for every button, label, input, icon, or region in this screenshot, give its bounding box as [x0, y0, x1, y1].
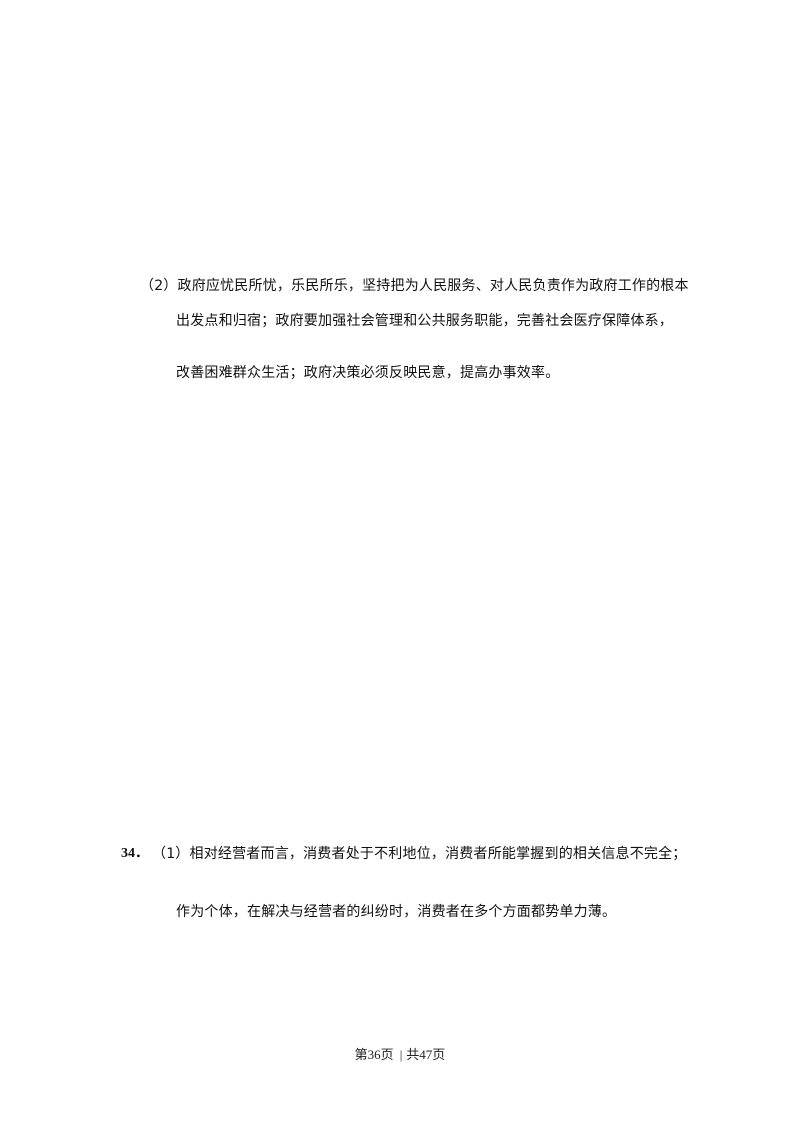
question-number: 34． — [121, 846, 149, 861]
answer-2-line-2: 出发点和归宿；政府要加强社会管理和公共服务职能，完善社会医疗保障体系， — [176, 313, 673, 329]
answer-2-line-3: 改善困难群众生活；政府决策必须反映民意，提高办事效率。 — [176, 365, 560, 381]
answer-34-line-2: 作为个体，在解决与经营者的纠纷时，消费者在多个方面都势单力薄。 — [176, 904, 617, 920]
footer-separator: | — [399, 1047, 403, 1062]
answer-34-line-1: （1）相对经营者而言，消费者处于不利地位，消费者所能掌握到的相关信息不完全； — [152, 846, 687, 862]
page-footer: 第36页 |共47页 — [0, 1047, 800, 1063]
page-total: 共47页 — [406, 1047, 446, 1062]
page-number: 第36页 — [354, 1047, 394, 1062]
answer-2-line-1: （2）政府应忧民所忧，乐民所乐，坚持把为人民服务、对人民负责作为政府工作的根本 — [140, 278, 689, 294]
